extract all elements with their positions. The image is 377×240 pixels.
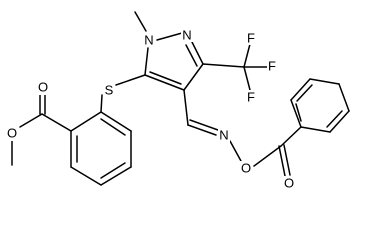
atom-n-ring: N [182,28,191,43]
bond-n2-c3 [190,39,204,65]
bond-co-o-b [283,144,291,176]
bond-ph-3-4 [309,78,340,85]
bond-cf3-f3 [243,66,251,91]
bond-c4-c5 [144,74,185,91]
bond-n1-c5 [144,47,149,76]
bond-ch-n-b [189,119,219,131]
bond-n2-c3-double [185,44,198,67]
bond-ph-1-2 [290,99,302,128]
bond-ester-o [19,113,43,128]
bond-ar-inner-c [100,118,126,136]
bond-c3-c4 [183,63,204,91]
atom-o-oxime: O [241,161,251,176]
atom-f-2: F [268,59,276,74]
chemical-structure-diagram: N N S O O N O O F F F [6,11,350,191]
bond-ph-inner-c [295,103,302,122]
atom-n-methyl: N [144,33,153,48]
bond-ph-2-3 [290,78,311,101]
bond-ar-ester [41,113,72,132]
atom-labels: N N S O O N O O F F F [6,27,295,191]
bond-o-co [253,145,282,167]
atom-o-ester-methoxy: O [7,126,17,141]
bond-co-ph [280,126,302,147]
atom-f-3: F [247,90,255,105]
bond-ph-4-5 [338,83,350,112]
atom-f-1: F [247,31,255,46]
bond-ch-n-a [187,124,217,136]
atom-s-thioether: S [105,83,114,98]
bond-ar-inner-b [100,162,126,179]
bond-c4-c5-double [149,71,182,85]
bond-ph-6-1 [300,126,331,133]
bond-cf3-f1 [243,43,251,68]
bond-lines [11,11,350,186]
bond-n1-n2 [156,32,183,41]
bond-n1-methyl [134,11,147,32]
bond-ph-inner-a [296,84,313,102]
bond-n-o [229,140,242,162]
atom-o-benzoyl-carbonyl: O [284,176,294,191]
atom-n-oxime: N [219,128,228,143]
bond-ph-5-6 [329,110,350,133]
bond-co-o-a [278,145,286,177]
bond-ar-6-1 [100,111,132,132]
atom-o-ester-carbonyl: O [38,80,48,95]
bond-ar-3-4 [70,166,102,186]
bond-c4-ch [183,89,189,126]
bond-c5-s [115,74,146,86]
bond-ph-inner-b [326,110,343,128]
bond-ar-1-2 [70,111,102,132]
bond-s-ar [100,94,103,113]
bond-ar-4-5 [100,166,132,186]
bond-c3-cf3 [202,63,245,68]
